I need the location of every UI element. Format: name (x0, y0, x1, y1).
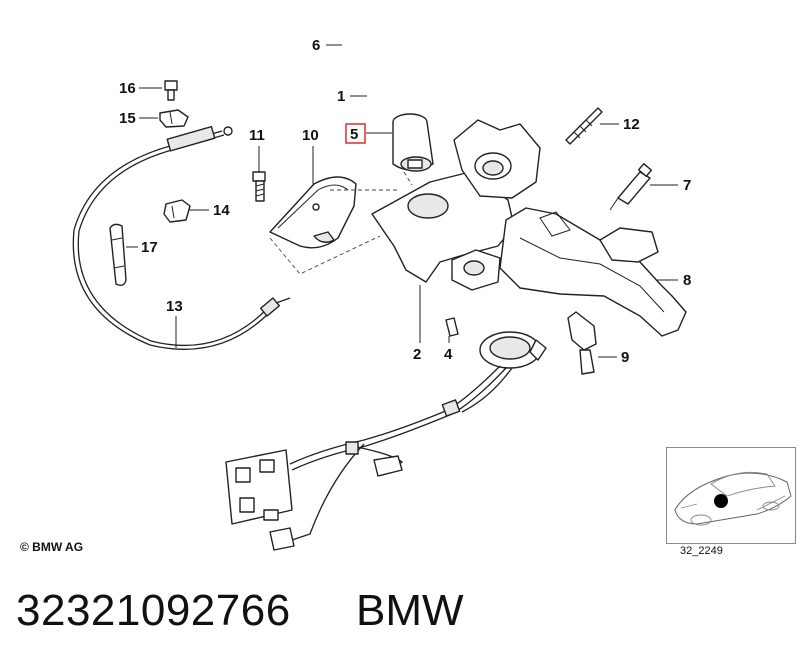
callout-6-label: 6 (312, 37, 320, 54)
copyright-label: © BMW AG (20, 540, 84, 554)
part-16-bolt[interactable] (164, 80, 178, 101)
part-11-screw[interactable] (252, 171, 266, 202)
part-17-clamp[interactable] (109, 223, 127, 287)
callout-5-label: 5 (350, 126, 358, 143)
callout-9-label: 9 (621, 349, 629, 366)
brand-name: BMW (356, 586, 464, 635)
callout-14-label: 14 (213, 202, 230, 219)
part-12-screw[interactable] (565, 107, 603, 145)
callout-7[interactable]: 7 (650, 177, 691, 194)
callout-13[interactable]: 13 (166, 298, 183, 348)
part-number: 32321092766 (16, 586, 291, 635)
callout-12-label: 12 (623, 116, 640, 133)
callout-15-label: 15 (119, 110, 136, 127)
callout-16-label: 16 (119, 80, 136, 97)
callout-5[interactable]: 5 (345, 123, 392, 144)
part-15-clip-nut[interactable] (159, 109, 189, 128)
callout-4-label: 4 (444, 346, 453, 363)
part-9-plug[interactable] (567, 311, 597, 375)
part-5-lock-cylinder[interactable] (392, 113, 434, 172)
callout-10-label: 10 (302, 127, 319, 144)
part-10-cover[interactable] (269, 176, 357, 249)
thumbnail-code: 32_2249 (680, 545, 723, 557)
vehicle-thumbnail[interactable] (666, 447, 796, 544)
ignition-switch-harness[interactable] (225, 331, 547, 551)
callout-4[interactable]: 4 (444, 336, 453, 363)
part-14-clip[interactable] (163, 199, 191, 223)
callout-11-label: 11 (249, 127, 265, 144)
part-1-steering-lock-housing[interactable] (371, 119, 687, 337)
location-marker-icon (714, 494, 728, 508)
callout-17[interactable]: 17 (126, 239, 158, 256)
part-7-shear-bolt[interactable] (609, 163, 653, 211)
callout-13-label: 13 (166, 298, 183, 315)
callout-1[interactable]: 1 (337, 88, 367, 105)
callout-15[interactable]: 15 (119, 110, 158, 127)
part-4-pin[interactable] (445, 317, 459, 337)
callout-17-label: 17 (141, 239, 158, 256)
callout-10[interactable]: 10 (302, 127, 319, 190)
callout-12[interactable]: 12 (600, 116, 640, 133)
callout-1-label: 1 (337, 88, 345, 105)
callout-14[interactable]: 14 (188, 202, 230, 219)
callout-9[interactable]: 9 (598, 349, 629, 366)
callout-6[interactable]: 6 (312, 37, 342, 54)
callout-7-label: 7 (683, 177, 691, 194)
car-outline-icon (674, 471, 792, 526)
callout-16[interactable]: 16 (119, 80, 162, 97)
callout-11[interactable]: 11 (249, 127, 265, 172)
callout-5-highlight-box (345, 123, 366, 144)
callout-2[interactable]: 2 (413, 285, 421, 363)
callout-2-label: 2 (413, 346, 421, 363)
callout-8-label: 8 (683, 272, 691, 289)
part-13-cable[interactable] (72, 125, 291, 350)
